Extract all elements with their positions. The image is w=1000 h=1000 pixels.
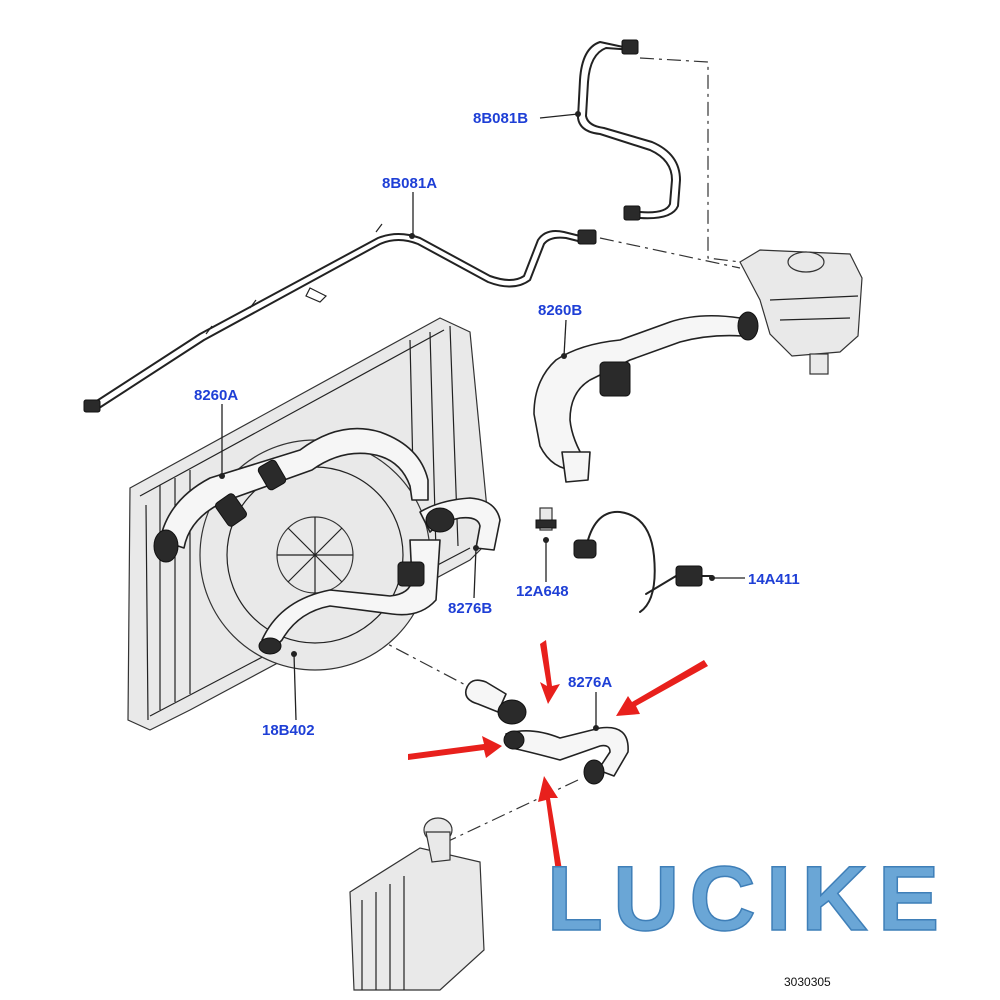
label-12a648: 12A648 — [516, 583, 569, 600]
highlight-arrows — [408, 640, 708, 872]
label-18b402: 18B402 — [262, 722, 315, 739]
alignment-lines — [204, 57, 741, 846]
label-14a411: 14A411 — [748, 571, 800, 588]
arrow-left — [408, 736, 502, 760]
radiator-assembly — [127, 317, 491, 731]
lower-hose-8276b — [258, 497, 501, 655]
lower-hose-8276a — [464, 679, 629, 785]
arrow-right — [616, 660, 708, 716]
leader-lines — [221, 113, 745, 728]
part-labels: 8B081B 8B081A 8260B 8260A 8276B 12A648 1… — [194, 110, 800, 739]
degas-hose-8b081a — [83, 223, 597, 413]
radiator-fins — [159, 325, 459, 710]
upper-hose-8260a — [153, 427, 429, 563]
label-8b081a: 8B081A — [382, 175, 437, 192]
arrow-bottom — [538, 776, 562, 872]
watermark-logo: LUCIKE — [547, 848, 949, 950]
degas-hose-8b081b — [575, 39, 681, 221]
arrow-top — [540, 640, 560, 704]
label-8b081b: 8B081B — [473, 110, 528, 127]
label-8260b: 8260B — [538, 302, 582, 319]
label-8276a: 8276A — [568, 674, 612, 691]
sensor-12a648 — [535, 507, 557, 543]
label-8276b: 8276B — [448, 600, 492, 617]
intercooler — [349, 817, 485, 991]
harness-14a411 — [573, 510, 715, 613]
upper-hose-8260b — [533, 311, 759, 483]
expansion-tank — [736, 249, 863, 375]
reference-code: 3030305 — [784, 975, 831, 989]
label-8260a: 8260A — [194, 387, 238, 404]
